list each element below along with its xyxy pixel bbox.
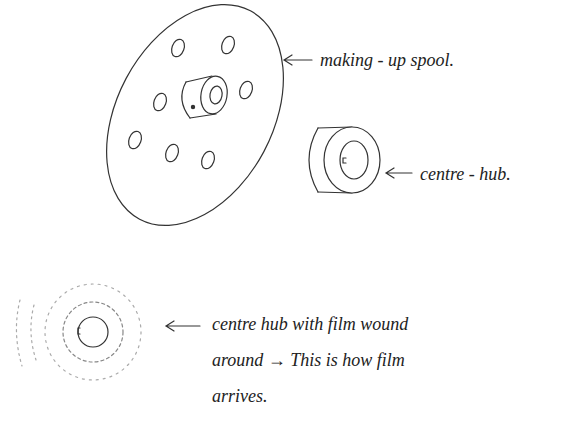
- leader-arrow: [166, 321, 200, 331]
- leader-arrow: [284, 55, 312, 65]
- part-label: centre - hub.: [420, 162, 580, 186]
- part-label: centre hub with film wound around → This…: [212, 306, 412, 414]
- part-label: making - up spool.: [320, 48, 560, 72]
- spool-disc: [71, 0, 320, 256]
- film-roll: [16, 284, 141, 380]
- leader-arrow: [386, 168, 412, 178]
- centre-hub: [309, 127, 380, 193]
